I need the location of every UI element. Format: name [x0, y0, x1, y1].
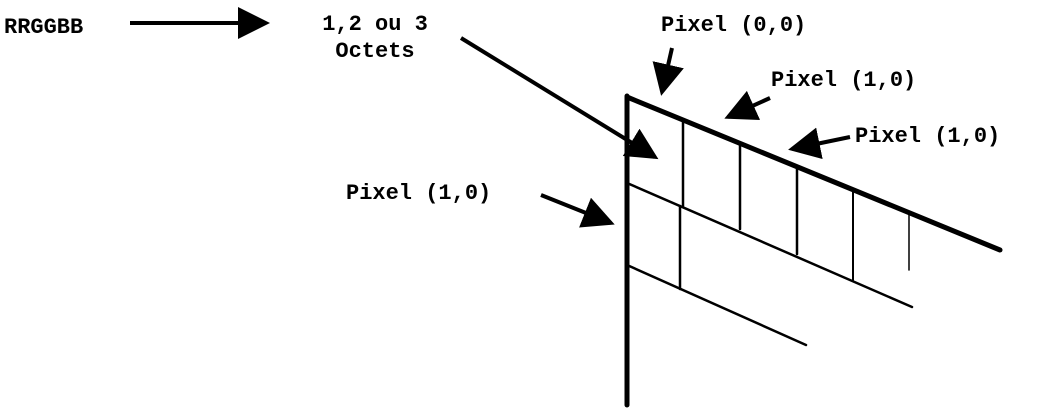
- pixel-label-second: Pixel (1,0): [771, 68, 916, 93]
- pixel-grid: [624, 93, 1003, 408]
- grid-top-edge: [624, 94, 1003, 253]
- grid-row-line-2: [625, 263, 808, 347]
- arrows: [130, 7, 851, 228]
- pixel-left-arrow: [540, 193, 615, 228]
- bytes-label-line1: 1,2 ou 3: [322, 12, 428, 37]
- format-label: RRGGBB: [4, 15, 83, 40]
- pixel-label-top: Pixel (0,0): [661, 13, 806, 38]
- bytes-label-line2: Octets: [335, 39, 414, 64]
- bytes-arrow: [459, 36, 659, 160]
- grid-row-line-1: [625, 181, 914, 309]
- pixel-label-third: Pixel (1,0): [855, 124, 1000, 149]
- pixel-second-arrow: [724, 90, 771, 121]
- pixel-label-left: Pixel (1,0): [346, 181, 491, 206]
- pixel-third-arrow: [788, 127, 851, 159]
- pixel-top-arrow: [652, 47, 684, 96]
